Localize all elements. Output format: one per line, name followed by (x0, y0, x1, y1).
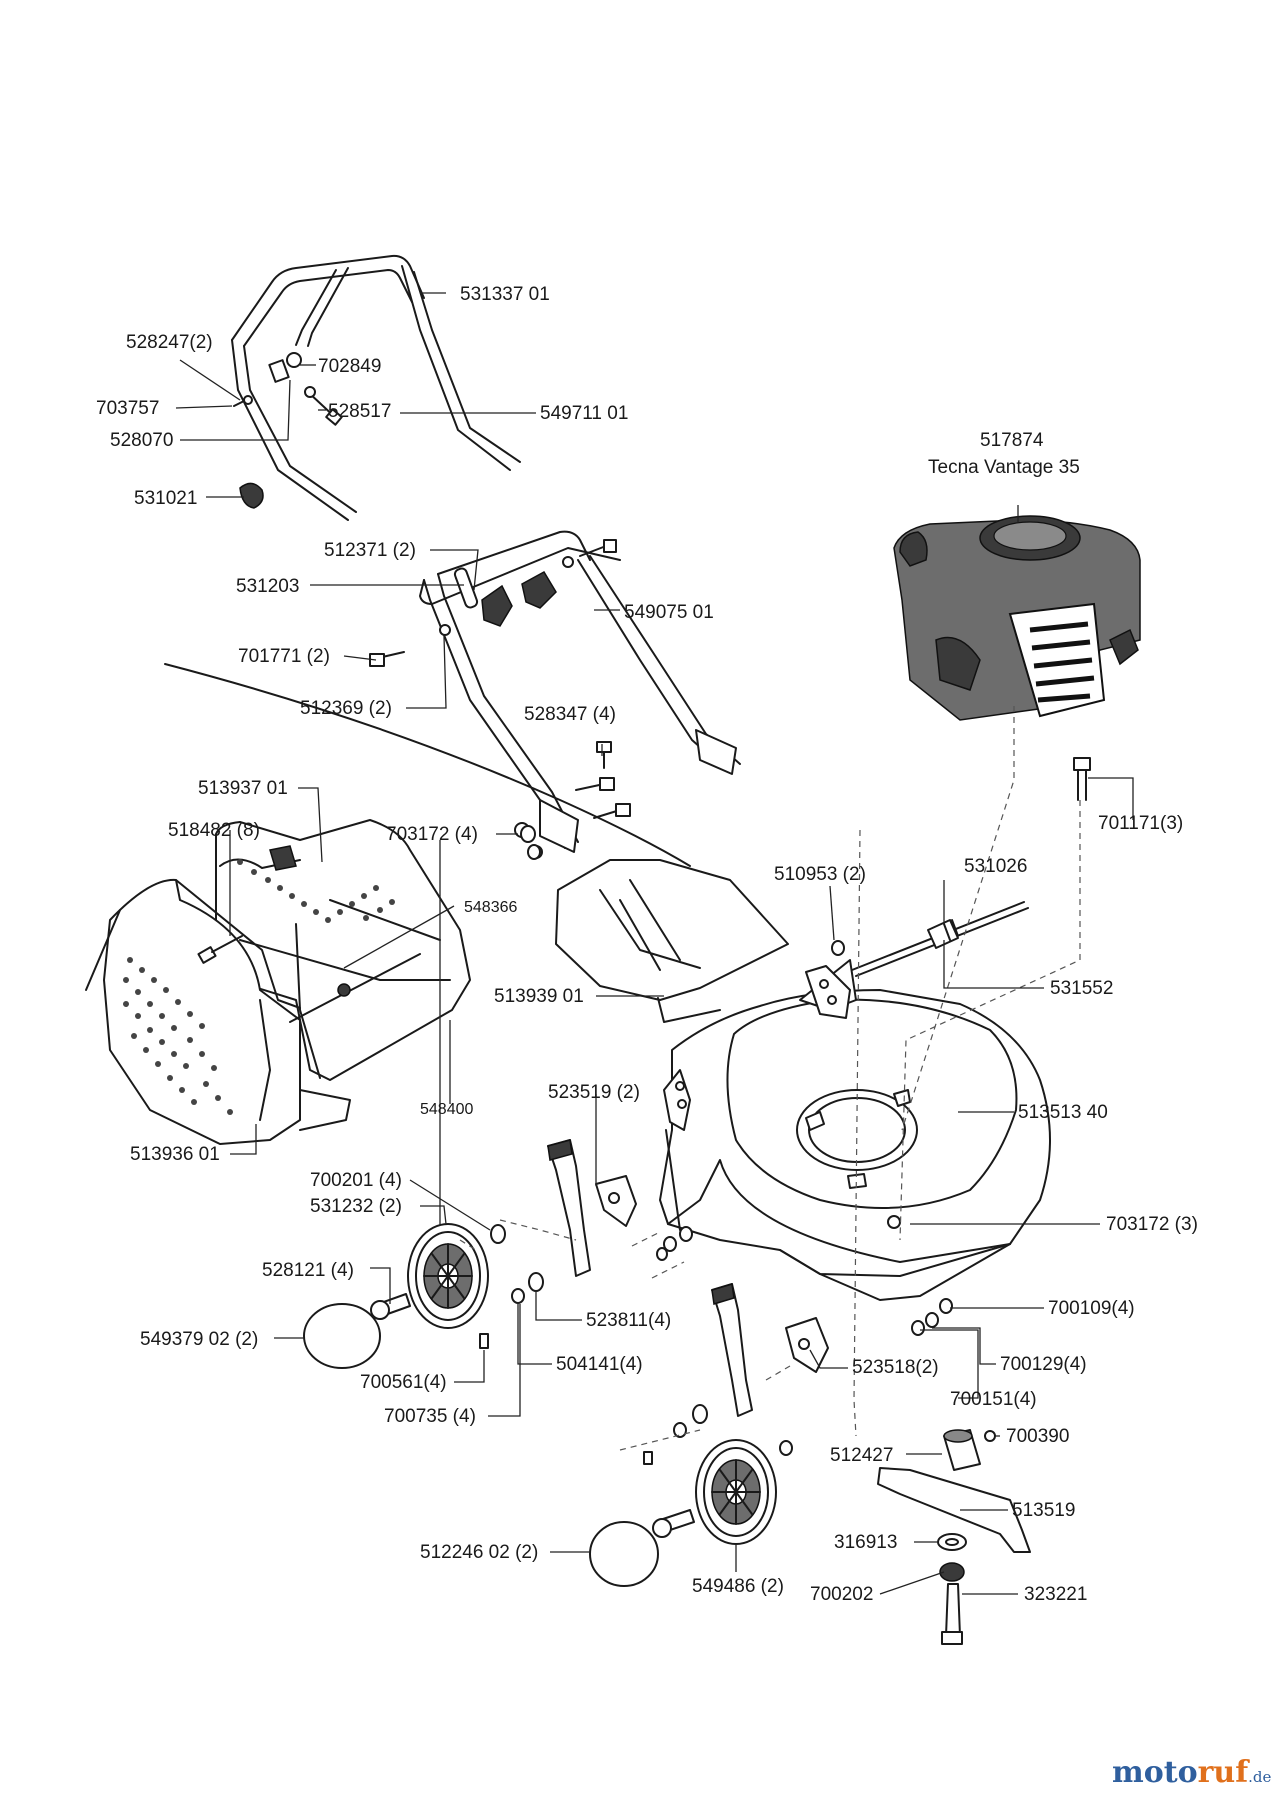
label-700561: 700561(4) (360, 1372, 447, 1393)
rear-axle (851, 901, 1029, 977)
label-549075: 549075 01 (624, 602, 714, 623)
label-703172-b: 703172 (3) (1106, 1214, 1198, 1235)
label-701171: 701171(3) (1098, 813, 1183, 834)
label-528517: 528517 (328, 401, 391, 422)
height-adjusters (547, 1139, 829, 1417)
handle-knobs (369, 539, 617, 667)
label-517874: 517874 (980, 430, 1044, 451)
label-512427: 512427 (830, 1445, 893, 1466)
rear-wheel (407, 1223, 489, 1329)
label-531552: 531552 (1050, 978, 1113, 999)
rear-deflector (555, 859, 789, 1023)
throttle-cable (164, 663, 691, 867)
label-512371: 512371 (2) (324, 540, 416, 561)
lower-handle (419, 530, 741, 853)
engine (893, 515, 1141, 721)
label-531203: 531203 (236, 576, 299, 597)
label-323221: 323221 (1024, 1584, 1087, 1605)
upper-handle (231, 254, 521, 521)
label-510953: 510953 (2) (774, 864, 866, 885)
label-518482: 518482 (8) (168, 820, 260, 841)
label-528070: 528070 (110, 430, 173, 451)
svg-text:motoruf.de: motoruf.de (1112, 1755, 1272, 1790)
part-labels: 531337 01 528247(2) 702849 703757 528517… (96, 284, 1198, 1605)
grass-catcher (85, 819, 471, 1145)
label-316913: 316913 (834, 1532, 897, 1553)
label-513936: 513936 01 (130, 1144, 220, 1165)
label-528247: 528247(2) (126, 332, 213, 353)
label-700735: 700735 (4) (384, 1406, 476, 1427)
label-700202: 700202 (810, 1584, 873, 1605)
label-513513: 513513 40 (1018, 1102, 1108, 1123)
label-548366: 548366 (464, 899, 517, 916)
label-700151: 700151(4) (950, 1389, 1037, 1410)
label-700129: 700129(4) (1000, 1354, 1087, 1375)
label-700201: 700201 (4) (310, 1170, 402, 1191)
label-504141: 504141(4) (556, 1354, 643, 1375)
label-513519: 513519 (1012, 1500, 1075, 1521)
washers-nuts (479, 825, 953, 1465)
engine-bolt (1073, 757, 1091, 801)
label-531232: 531232 (2) (310, 1196, 402, 1217)
wheel-caps (303, 1303, 659, 1587)
label-523811: 523811(4) (586, 1310, 671, 1331)
label-531021: 531021 (134, 488, 197, 509)
leader-lines (175, 292, 1134, 1595)
assembly-lines (459, 706, 1081, 1451)
label-703757: 703757 (96, 398, 159, 419)
label-549379: 549379 02 (2) (140, 1329, 258, 1350)
label-528347: 528347 (4) (524, 704, 616, 725)
label-512369: 512369 (2) (300, 698, 392, 719)
mower-deck (659, 959, 1051, 1301)
label-531337: 531337 01 (460, 284, 550, 305)
label-523518: 523518(2) (852, 1357, 939, 1378)
label-700390: 700390 (1006, 1426, 1069, 1447)
label-523519: 523519 (2) (548, 1082, 640, 1103)
logo-text-moto: moto (1112, 1755, 1198, 1790)
label-512246: 512246 02 (2) (420, 1542, 538, 1563)
label-engine-name: Tecna Vantage 35 (928, 457, 1080, 478)
handle-hardware-upper (233, 352, 343, 509)
label-700109: 700109(4) (1048, 1298, 1135, 1319)
label-549711: 549711 01 (540, 403, 628, 424)
logo-text-de: .de (1248, 1768, 1271, 1786)
blade-assembly (877, 1429, 1031, 1645)
label-701771: 701771 (2) (238, 646, 330, 667)
motoruf-logo: motoruf.de (1112, 1755, 1272, 1790)
label-513939: 513939 01 (494, 986, 584, 1007)
label-703172-a: 703172 (4) (386, 824, 478, 845)
front-wheel (695, 1439, 777, 1545)
label-548400: 548400 (420, 1101, 473, 1118)
logo-text-ruf: ruf (1198, 1755, 1251, 1790)
label-702849: 702849 (318, 356, 381, 377)
label-549486: 549486 (2) (692, 1576, 784, 1597)
label-513937: 513937 01 (198, 778, 288, 799)
label-528121: 528121 (4) (262, 1260, 354, 1281)
label-531026: 531026 (964, 856, 1027, 877)
wheel-bolts (370, 1293, 695, 1538)
